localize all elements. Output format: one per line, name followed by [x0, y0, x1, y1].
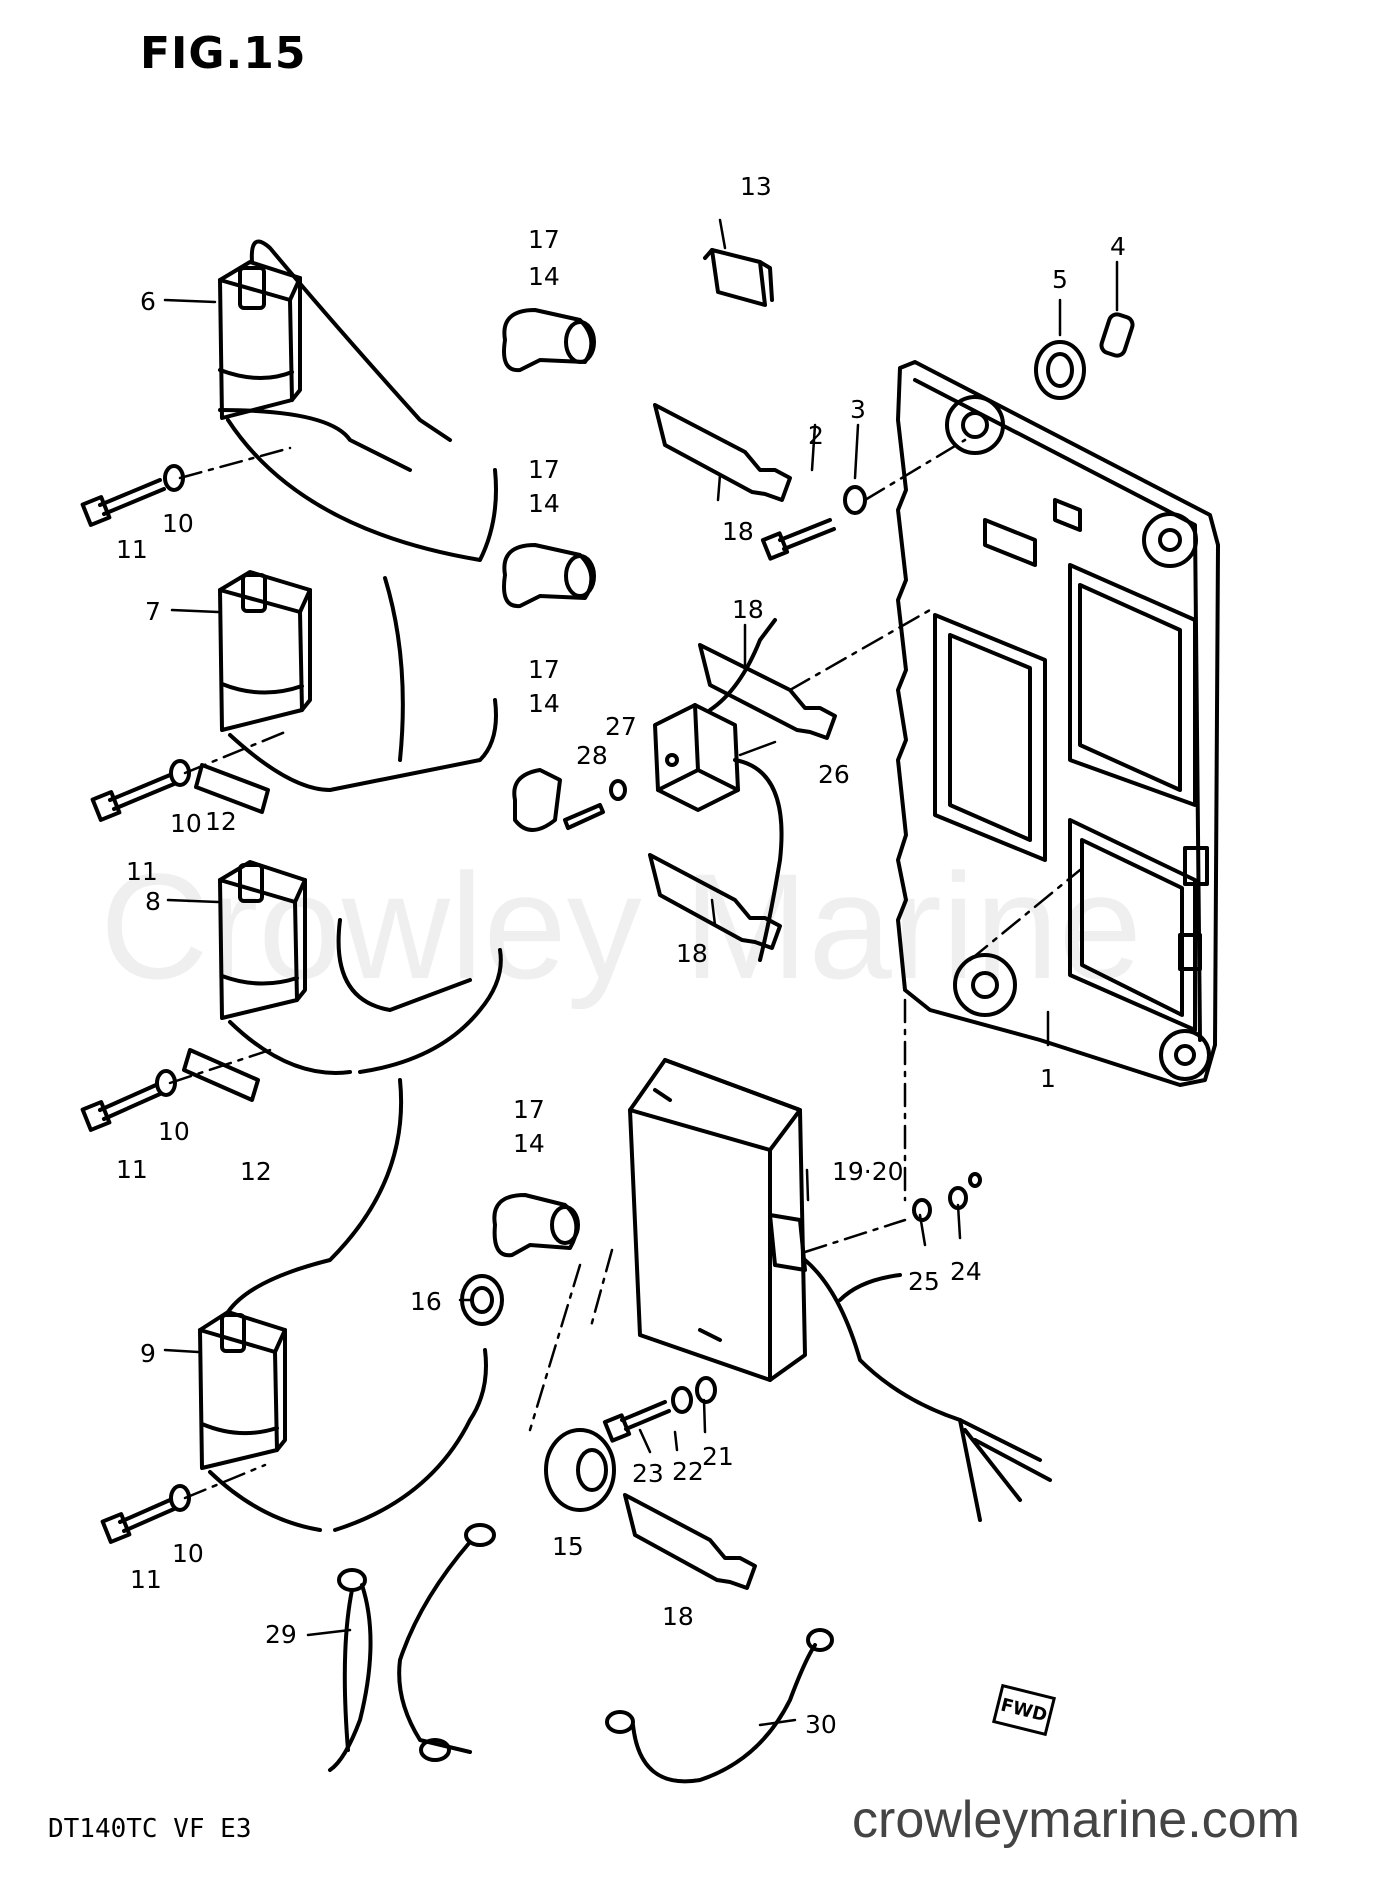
- callout-30: 30: [805, 1710, 837, 1739]
- callout-4: 4: [1110, 232, 1126, 261]
- model-code: DT140TC VF E3: [48, 1814, 252, 1844]
- bolt-washer-set: [80, 464, 270, 1544]
- callout-14b: 14: [528, 489, 560, 518]
- callout-2: 2: [808, 421, 824, 450]
- callout-17c: 17: [528, 655, 560, 684]
- callout-19-20: 19·20: [832, 1157, 904, 1186]
- callout-18c: 18: [676, 939, 708, 968]
- callout-11d: 11: [130, 1565, 162, 1594]
- callout-12b: 12: [240, 1157, 272, 1186]
- callout-17b: 17: [528, 455, 560, 484]
- callout-labels: 1 2 3 4 5 6 7 8 9 10 10 10 10 11 11 11 1…: [116, 172, 1126, 1739]
- callout-17d: 17: [513, 1095, 545, 1124]
- callout-21: 21: [702, 1442, 734, 1471]
- callout-13: 13: [740, 172, 772, 201]
- callout-6: 6: [140, 287, 156, 316]
- callout-9: 9: [140, 1339, 156, 1368]
- callout-10a: 10: [162, 509, 194, 538]
- callout-11c: 11: [116, 1155, 148, 1184]
- assembly-leader-lines: [168, 438, 1082, 1500]
- small-fittings: [460, 248, 1135, 1512]
- ground-leads: [328, 1523, 834, 1784]
- callout-7: 7: [145, 597, 161, 626]
- callout-8: 8: [145, 887, 161, 916]
- callout-10c: 10: [158, 1117, 190, 1146]
- callout-lines: [163, 218, 1119, 1727]
- callout-10d: 10: [172, 1539, 204, 1568]
- callout-12a: 12: [205, 807, 237, 836]
- callout-15: 15: [552, 1532, 584, 1561]
- callout-14c: 14: [528, 689, 560, 718]
- callout-17a: 17: [528, 225, 560, 254]
- callout-10b: 10: [170, 809, 202, 838]
- callout-11b: 11: [126, 857, 158, 886]
- callout-24: 24: [950, 1257, 982, 1286]
- callout-25: 25: [908, 1267, 940, 1296]
- spark-plugs: [623, 403, 837, 1590]
- callout-18a: 18: [722, 517, 754, 546]
- callout-27: 27: [605, 712, 637, 741]
- callout-14d: 14: [513, 1129, 545, 1158]
- callout-29: 29: [265, 1620, 297, 1649]
- callout-11a: 11: [116, 535, 148, 564]
- spark-plug-caps: [492, 308, 596, 1258]
- callout-16: 16: [410, 1287, 442, 1316]
- bolt-2-washer-3: [760, 485, 867, 561]
- callout-1: 1: [1040, 1064, 1056, 1093]
- ignition-coil-9-part: [198, 1078, 488, 1532]
- callout-18b: 18: [732, 595, 764, 624]
- site-url: crowleymarine.com: [852, 1791, 1300, 1849]
- terminal-unit-26: [563, 618, 784, 962]
- callout-18d: 18: [662, 1602, 694, 1631]
- callout-23: 23: [632, 1459, 664, 1488]
- callout-28: 28: [576, 741, 608, 770]
- callout-22: 22: [672, 1457, 704, 1486]
- figure-title: FIG.15: [140, 28, 307, 79]
- ignition-coil-8-part: [218, 860, 503, 1075]
- cdi-unit-19-20: [628, 1058, 1052, 1522]
- callout-14a: 14: [528, 262, 560, 291]
- ignition-coil-7-part: [218, 570, 498, 792]
- callout-3: 3: [850, 395, 866, 424]
- ignition-coil-6-part: [218, 239, 498, 562]
- callout-26: 26: [818, 760, 850, 789]
- cdi-fasteners: [602, 1172, 982, 1443]
- mounting-plate-part: [896, 360, 1220, 1087]
- callout-5: 5: [1052, 265, 1068, 294]
